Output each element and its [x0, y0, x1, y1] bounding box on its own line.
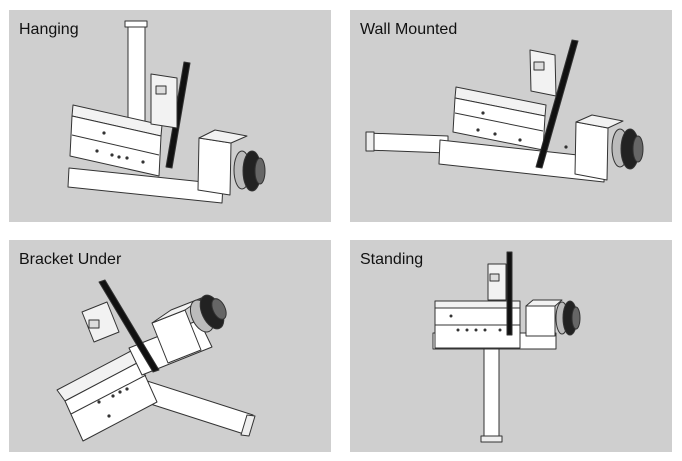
mount-plate: [535, 39, 579, 169]
stand-foot: [480, 435, 503, 443]
panel-wall-mounted: Wall Mounted: [350, 10, 672, 222]
bracket-leg: [137, 379, 254, 436]
mount-pole: [127, 26, 146, 130]
bracket-under-illustration: [56, 279, 256, 442]
panel-standing: Standing: [350, 240, 672, 452]
main-housing: [434, 307, 521, 349]
base-bar: [438, 139, 606, 183]
stand-post: [483, 347, 500, 441]
panel-label-hanging: Hanging: [19, 21, 79, 38]
bracket-block: [150, 73, 178, 129]
standing-illustration: [432, 251, 581, 443]
bracket-block: [487, 263, 507, 301]
base-bar: [67, 167, 224, 204]
panel-bracket-under: Bracket Under: [9, 240, 331, 452]
secondary-housing: [525, 305, 556, 337]
secondary-housing: [574, 121, 609, 181]
panel-label-standing: Standing: [360, 251, 424, 268]
mount-plate: [506, 251, 513, 336]
main-housing: [69, 115, 162, 177]
secondary-housing: [197, 137, 232, 196]
hanging-illustration: [67, 20, 266, 204]
mount-plate: [98, 279, 160, 373]
pole-cap: [124, 20, 148, 28]
panel-hanging: Hanging: [9, 10, 331, 222]
bracket-block: [81, 301, 120, 343]
panel-label-wall-mounted: Wall Mounted: [360, 21, 458, 38]
wall-mounted-illustration: [365, 39, 644, 183]
mount-plate: [165, 61, 191, 169]
bracket-block: [529, 49, 557, 97]
panel-label-bracket-under: Bracket Under: [19, 251, 122, 268]
wall-arm: [365, 132, 449, 154]
